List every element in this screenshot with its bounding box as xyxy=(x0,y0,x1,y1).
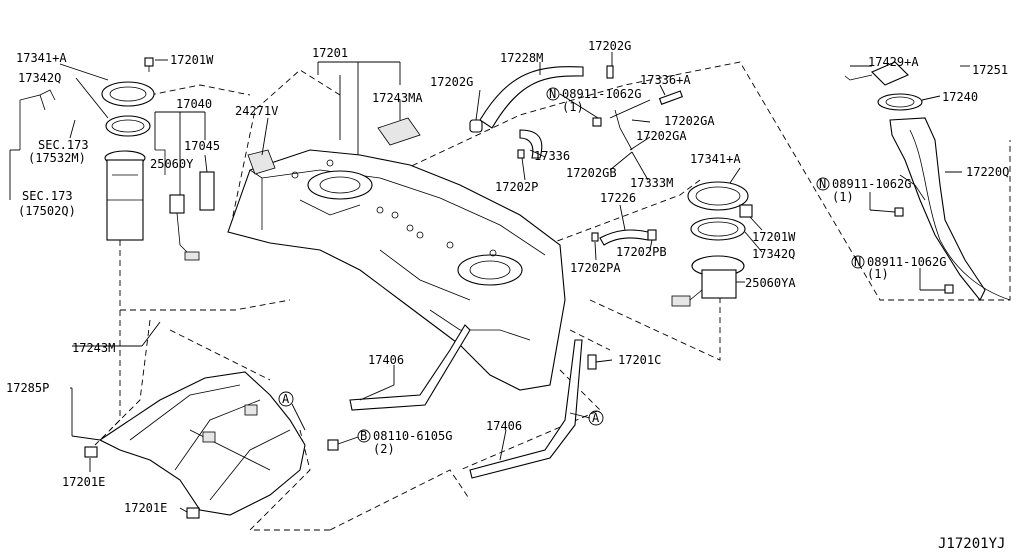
label-08110: 08110-6105G xyxy=(373,429,452,443)
label-08911-b: 08911-1062G xyxy=(832,177,911,191)
symbol-markers: N N N B xyxy=(357,87,865,443)
reference-markers: A A xyxy=(278,391,604,431)
fuel-pump-right xyxy=(671,181,753,307)
b-symbol: B xyxy=(360,429,367,443)
heat-shield xyxy=(84,371,339,519)
label-17251: 17251 xyxy=(972,63,1008,77)
ref-a-upper: A xyxy=(282,392,290,406)
label-17202pa: 17202PA xyxy=(570,261,621,275)
label-17341a-left: 17341+A xyxy=(16,51,67,65)
label-17201e-a: 17201E xyxy=(62,475,105,489)
label-17040: 17040 xyxy=(176,97,212,111)
tank-straps xyxy=(349,324,597,479)
label-sec173-a: SEC.173 xyxy=(38,138,89,152)
label-08911-a: 08911-1062G xyxy=(562,87,641,101)
label-25060ya: 25060YA xyxy=(745,276,796,290)
label-08911-c-qty: (1) xyxy=(867,267,889,281)
label-17201c: 17201C xyxy=(618,353,661,367)
label-17342q-right: 17342Q xyxy=(752,247,795,261)
label-17202gb: 17202GB xyxy=(566,166,617,180)
label-17285p: 17285P xyxy=(6,381,49,395)
label-17406-a: 17406 xyxy=(368,353,404,367)
label-17220q: 17220Q xyxy=(966,165,1009,179)
label-17202ga-a: 17202GA xyxy=(664,114,715,128)
insulator-pad xyxy=(247,149,276,175)
label-17202pb: 17202PB xyxy=(616,245,667,259)
hoses xyxy=(469,65,684,246)
label-17341a-right: 17341+A xyxy=(690,152,741,166)
label-17202g-upper: 17202G xyxy=(588,39,631,53)
label-17240: 17240 xyxy=(942,90,978,104)
label-17532m: (17532M) xyxy=(28,151,86,165)
label-17202ga-b: 17202GA xyxy=(636,129,687,143)
diagram-code: J17201YJ xyxy=(938,536,1005,552)
fuel-tank xyxy=(227,149,566,391)
label-17336: 17336 xyxy=(534,149,570,163)
label-17333m: 17333M xyxy=(630,176,673,190)
leader-lines xyxy=(9,52,970,513)
label-17202g-lower: 17202G xyxy=(430,75,473,89)
label-17201e-b: 17201E xyxy=(124,501,167,515)
label-24271v: 24271V xyxy=(235,104,278,118)
label-17342q-left: 17342Q xyxy=(18,71,61,85)
n-symbol-2: N xyxy=(819,177,826,191)
label-17502q: (17502Q) xyxy=(18,204,76,218)
label-sec173-b: SEC.173 xyxy=(22,189,73,203)
part-labels: 17201 17341+A 17201W 17342Q 17040 24271V… xyxy=(6,39,1009,552)
label-17429a: 17429+A xyxy=(868,55,919,69)
label-17202p: 17202P xyxy=(495,180,538,194)
n-symbol-1: N xyxy=(549,87,556,101)
ref-a-lower: A xyxy=(592,411,600,425)
label-17228m: 17228M xyxy=(500,51,543,65)
filler-tube xyxy=(844,61,1011,302)
n-symbol-3: N xyxy=(854,255,861,269)
label-17406-b: 17406 xyxy=(486,419,522,433)
label-17045: 17045 xyxy=(184,139,220,153)
label-17201w-left: 17201W xyxy=(170,53,214,67)
label-17243ma: 17243MA xyxy=(372,91,423,105)
label-08110-qty: (2) xyxy=(373,442,395,456)
label-17226: 17226 xyxy=(600,191,636,205)
label-17201w-right: 17201W xyxy=(752,230,796,244)
label-08911-a-qty: (1) xyxy=(562,100,584,114)
label-17243m: 17243M xyxy=(72,341,115,355)
label-17201: 17201 xyxy=(312,46,348,60)
label-25060y: 25060Y xyxy=(150,157,194,171)
label-17336a: 17336+A xyxy=(640,73,691,87)
protector-pad xyxy=(377,117,421,146)
label-08911-b-qty: (1) xyxy=(832,190,854,204)
label-08911-c: 08911-1062G xyxy=(867,255,946,269)
fuel-pump-left xyxy=(19,57,215,261)
